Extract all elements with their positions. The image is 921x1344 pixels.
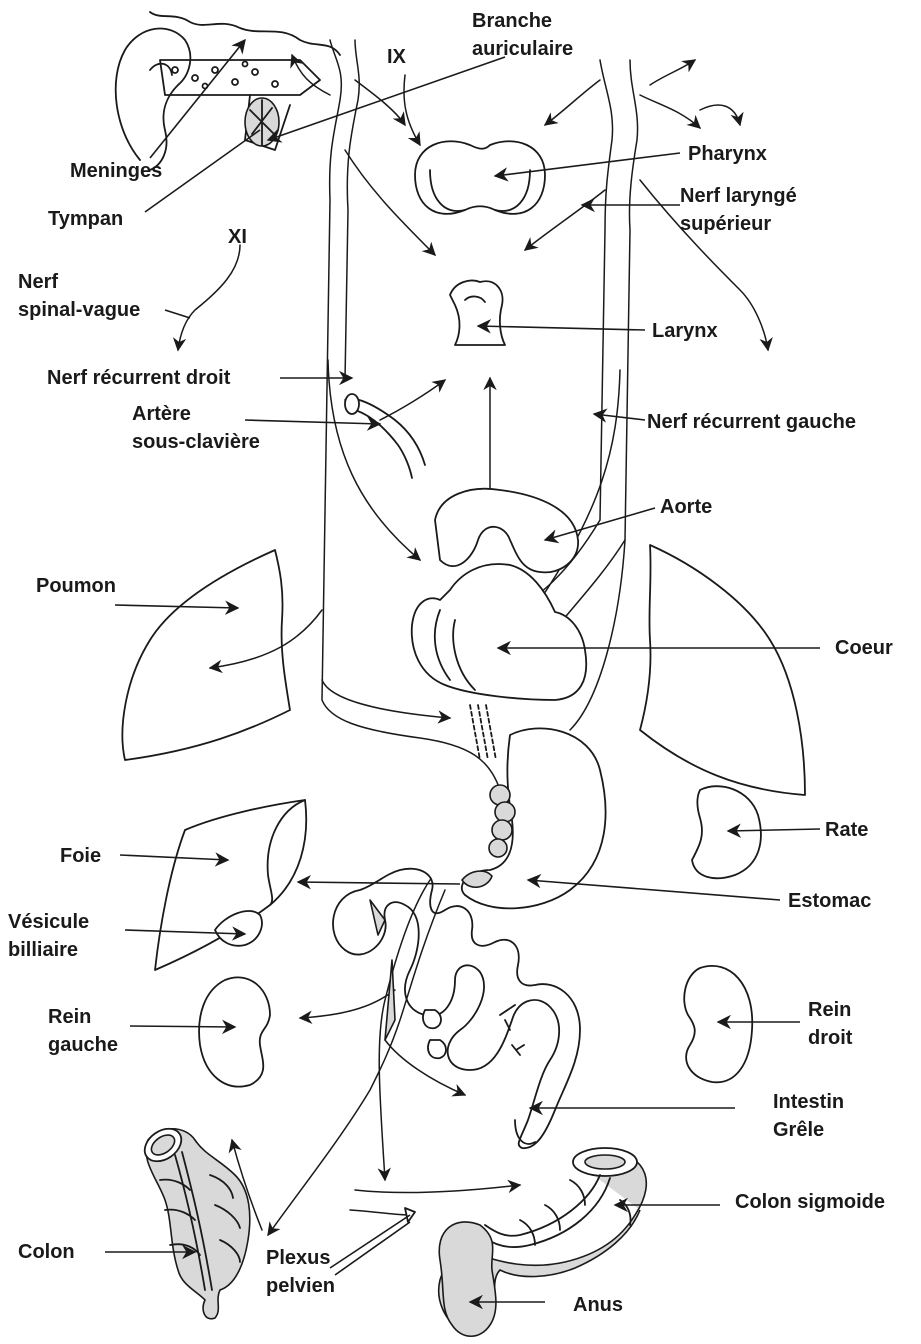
larynx bbox=[450, 281, 505, 345]
pharynx bbox=[415, 141, 545, 214]
label-pharynx: Pharynx bbox=[688, 143, 767, 165]
label-nerf-recurrent-droit: Nerf récurrent droit bbox=[47, 367, 231, 389]
label-nerf-larynge-1: Nerf laryngé bbox=[680, 185, 797, 207]
colon bbox=[139, 1122, 250, 1319]
kidney-left bbox=[199, 977, 270, 1086]
spleen bbox=[692, 786, 761, 878]
subclavian-artery bbox=[345, 394, 425, 478]
label-larynx: Larynx bbox=[652, 320, 718, 342]
label-foie: Foie bbox=[60, 845, 101, 867]
label-xi: XI bbox=[228, 226, 247, 248]
label-coeur: Coeur bbox=[835, 637, 893, 659]
lung-left bbox=[640, 545, 805, 795]
kidney-right bbox=[684, 966, 752, 1082]
label-estomac: Estomac bbox=[788, 890, 871, 912]
label-rein-gauche-1: Rein bbox=[48, 1006, 91, 1028]
label-vesicule-1: Vésicule bbox=[8, 911, 89, 933]
label-rein-droit-1: Rein bbox=[808, 999, 851, 1021]
label-rein-droit-2: droit bbox=[808, 1027, 853, 1049]
label-colon-sigmoide: Colon sigmoide bbox=[735, 1191, 885, 1213]
label-rate: Rate bbox=[825, 819, 868, 841]
label-intestin-2: Grêle bbox=[773, 1119, 824, 1141]
label-branche-auriculaire-1: Branche bbox=[472, 10, 552, 32]
esophagus bbox=[470, 705, 496, 760]
ear bbox=[116, 12, 340, 170]
heart bbox=[412, 489, 586, 700]
vagus-abdominal-segment bbox=[385, 960, 395, 1040]
label-colon: Colon bbox=[18, 1241, 75, 1263]
label-meninges: Meninges bbox=[70, 160, 162, 182]
label-poumon: Poumon bbox=[36, 575, 116, 597]
stomach bbox=[462, 728, 606, 908]
eardrum bbox=[245, 98, 279, 146]
label-plexus-2: pelvien bbox=[266, 1275, 335, 1297]
small-intestine bbox=[333, 869, 580, 1148]
label-intestin-1: Intestin bbox=[773, 1091, 844, 1113]
label-artere-1: Artère bbox=[132, 403, 191, 425]
label-ix: IX bbox=[387, 46, 407, 68]
rectum bbox=[439, 1222, 496, 1336]
label-rein-gauche-2: gauche bbox=[48, 1034, 118, 1056]
label-anus: Anus bbox=[573, 1294, 623, 1316]
label-nerf-larynge-2: supérieur bbox=[680, 213, 771, 235]
label-nerf-spinal-vague-1: Nerf bbox=[18, 271, 58, 293]
label-nerf-recurrent-gauche: Nerf récurrent gauche bbox=[647, 411, 856, 433]
label-nerf-spinal-vague-2: spinal-vague bbox=[18, 299, 140, 321]
label-plexus-1: Plexus bbox=[266, 1247, 330, 1269]
label-branche-auriculaire-2: auriculaire bbox=[472, 38, 573, 60]
label-aorte: Aorte bbox=[660, 496, 712, 518]
label-tympan: Tympan bbox=[48, 208, 123, 230]
label-vesicule-2: billiaire bbox=[8, 939, 78, 961]
label-artere-2: sous-clavière bbox=[132, 431, 260, 453]
